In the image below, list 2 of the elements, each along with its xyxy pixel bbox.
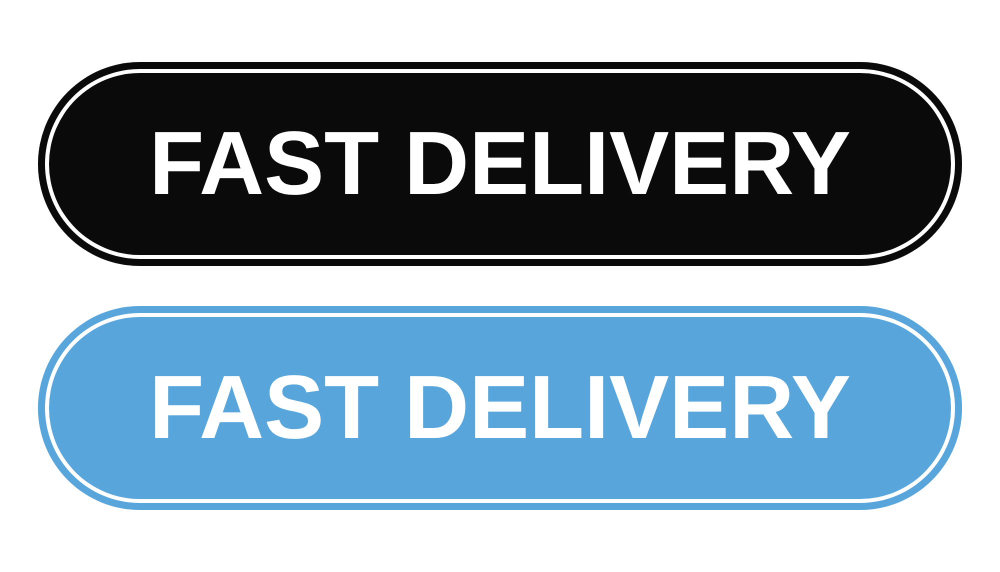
badge-text: FAST DELIVERY <box>149 119 851 209</box>
badge-text: FAST DELIVERY <box>149 363 851 453</box>
